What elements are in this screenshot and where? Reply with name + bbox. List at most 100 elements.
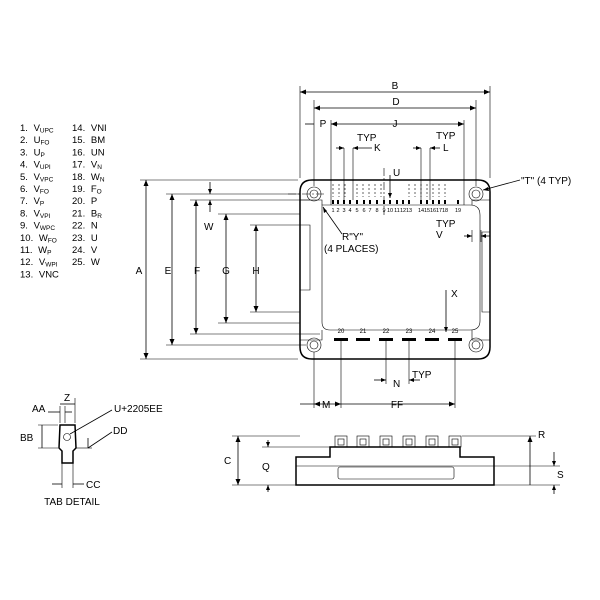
side-view: C Q R S [224, 430, 564, 494]
control-pin [396, 200, 398, 204]
module-inner-case [321, 204, 481, 331]
dim-label-DD: DD [113, 426, 127, 437]
control-pin-number: 19 [455, 208, 461, 214]
pin-list-entry: 9. VWPC [20, 221, 55, 233]
control-pin [402, 200, 404, 204]
power-pin [356, 338, 370, 341]
dim-label-CC: CC [86, 480, 100, 491]
corner-notch-tl [300, 199, 323, 205]
tab-outline [58, 424, 77, 464]
pin-list-entry: 11. WP [20, 245, 51, 257]
dim-label-D: D [392, 97, 399, 108]
pin-list-entry: 4. VUPI [20, 160, 51, 172]
pin-list-entry: 1. VUPC [20, 123, 54, 135]
control-pin [438, 200, 440, 204]
pin-list-entry: 21. BR [72, 208, 102, 220]
pin-list-entry: 3. UP [20, 147, 45, 159]
control-pin-number: 5 [355, 208, 358, 214]
places-label: (4 PLACES) [324, 244, 378, 255]
control-pin-number: 12 [400, 208, 406, 214]
pin-list-entry: 20. P [72, 196, 97, 207]
pin-list-entry: 22. N [72, 221, 98, 232]
control-pin [343, 200, 345, 204]
side-terminal-hole [405, 438, 413, 446]
corner-notch-bl [300, 330, 323, 341]
side-view-terminals [334, 435, 462, 448]
pin-list-entry: 10. WFO [20, 233, 57, 245]
side-terminal-hole [359, 438, 367, 446]
pin-list-entry: 14. VNI [72, 123, 107, 134]
control-pin [349, 200, 351, 204]
dim-label-W: W [204, 222, 214, 233]
side-view-window [337, 466, 455, 480]
pin-list-entry: 6. VFO [20, 184, 49, 196]
dim-label-A: A [136, 266, 143, 277]
control-pin-number: 13 [406, 208, 412, 214]
pin-list-entry: 7. VP [20, 196, 44, 208]
control-pin-number: 4 [348, 208, 351, 214]
pin-list-entry: 18. WN [72, 172, 105, 184]
mounting-hole-br [468, 337, 484, 353]
side-view-body [295, 446, 495, 486]
pin-list-entry: 23. U [72, 233, 98, 244]
dimension-V: TYP V [436, 219, 490, 242]
module-body-outline [299, 179, 491, 360]
dimension-D: D [313, 97, 477, 186]
power-pin [402, 338, 416, 341]
pin-list-entry: 15. BM [72, 135, 105, 146]
side-terminal [402, 435, 416, 448]
dimension-P: P [305, 119, 338, 130]
dimension-X: X [444, 289, 458, 332]
dimension-J: J [330, 119, 465, 205]
control-pin [432, 200, 434, 204]
control-pin [356, 200, 358, 204]
corner-notch-br [471, 330, 490, 341]
dimension-U: U [388, 168, 400, 198]
dimension-B: B [299, 81, 491, 178]
dim-label-P: P [320, 119, 327, 130]
dimension-K: TYP K [336, 133, 381, 200]
dim-label-G: G [222, 266, 230, 277]
dim-label-J: J [393, 119, 398, 130]
dim-label-S: S [557, 470, 564, 481]
dimension-L: TYP L [413, 131, 456, 200]
side-terminal [356, 435, 370, 448]
typ-label-n: TYP [412, 370, 432, 381]
pin-list-entry: 24. V [72, 245, 98, 256]
side-terminal [448, 435, 462, 448]
control-pin-number: 15 [424, 208, 430, 214]
dim-label-M: M [322, 400, 330, 411]
control-pin [332, 200, 334, 204]
control-pin-number: 18 [442, 208, 448, 214]
control-pin [376, 200, 378, 204]
side-terminal [425, 435, 439, 448]
dimension-N: N TYP [374, 340, 432, 390]
control-pin-number: 1 [331, 208, 334, 214]
pin-list-entry: 25. W [72, 257, 100, 268]
control-pin [426, 200, 428, 204]
control-pin [444, 200, 446, 204]
dim-label-H: H [252, 266, 259, 277]
tab-callout-label: U+2205EE [114, 404, 163, 415]
side-terminal-hole [382, 438, 390, 446]
tab-detail-title: TAB DETAIL [44, 497, 100, 508]
pin-list-entry: 12. VWPI [20, 257, 58, 269]
dim-label-C: C [224, 456, 231, 467]
control-pin-number: 16 [430, 208, 436, 214]
dim-label-R: R [538, 430, 545, 441]
dimension-M: M [300, 340, 342, 411]
control-pin [363, 200, 365, 204]
dimension-A: A [136, 179, 298, 360]
power-pin [448, 338, 462, 341]
dim-label-U: U [393, 168, 400, 179]
power-pin-number: 23 [406, 329, 413, 335]
dim-label-AA: AA [32, 404, 46, 415]
control-pin-number: 14 [418, 208, 424, 214]
typ-label-k: TYP [357, 133, 377, 144]
pin-list-entry: 5. VVPC [20, 172, 54, 184]
dim-label-V: V [436, 230, 443, 241]
dim-label-FF: FF [391, 400, 403, 411]
power-pin-number: 22 [383, 329, 390, 335]
